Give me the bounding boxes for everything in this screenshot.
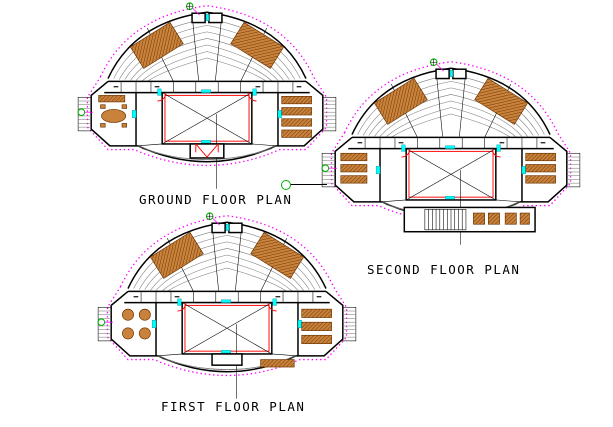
first-floor-variant (122, 308, 332, 368)
second-floor-plan-drawing (321, 58, 581, 246)
ground-floor-plan (76, 2, 338, 204)
first-floor-plan-label: FIRST FLOOR PLAN (161, 399, 306, 414)
ground-floor-variant (98, 95, 312, 159)
ground-floor-plan-label: GROUND FLOOR PLAN (139, 192, 293, 207)
ground-floor-plan-drawing (77, 2, 337, 190)
datum-leader-line (289, 184, 327, 185)
second-floor-plan-label: SECOND FLOOR PLAN (367, 262, 521, 277)
datum-marker-icon (281, 180, 291, 190)
first-floor-plan (96, 212, 358, 414)
second-floor-variant (340, 152, 556, 233)
first-floor-plan-drawing (97, 212, 357, 400)
second-floor-plan (320, 58, 582, 260)
